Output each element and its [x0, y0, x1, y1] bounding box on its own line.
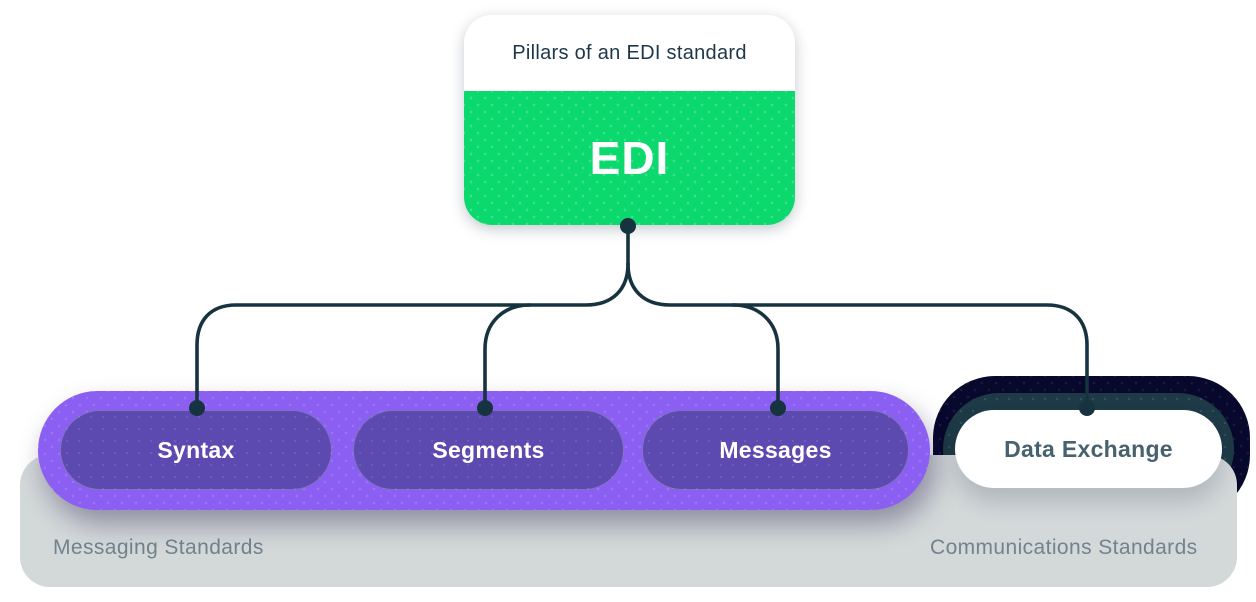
connector-left-main-line — [195, 262, 630, 408]
pill-messages: Messages — [642, 410, 909, 490]
edi-card: Pillars of an EDI standard EDI — [464, 15, 795, 225]
pill-data-exchange: Data Exchange — [955, 410, 1222, 488]
pill-segments-label: Segments — [432, 436, 545, 463]
group-label-messaging: Messaging Standards — [53, 536, 264, 559]
edi-card-body: EDI — [464, 91, 795, 225]
pill-syntax-label: Syntax — [157, 436, 235, 463]
pill-data-exchange-label: Data Exchange — [1004, 435, 1173, 462]
group-label-communications: Communications Standards — [930, 536, 1198, 559]
pill-syntax: Syntax — [60, 410, 332, 490]
pill-messages-label: Messages — [719, 436, 832, 463]
edi-card-header-text: Pillars of an EDI standard — [512, 41, 747, 64]
pill-segments: Segments — [353, 410, 624, 490]
edi-card-header: Pillars of an EDI standard — [464, 15, 795, 91]
edi-card-title: EDI — [589, 132, 670, 184]
